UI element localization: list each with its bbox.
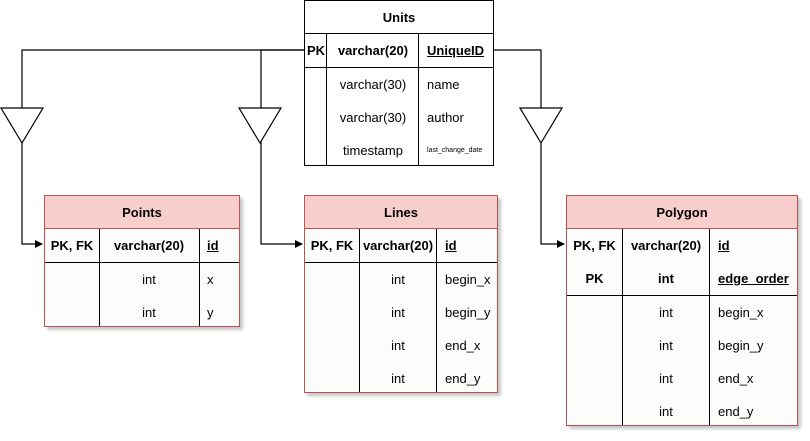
units-table-title: Units xyxy=(305,1,493,34)
units-row-3-type: varchar(30) xyxy=(339,110,407,125)
polygon-row-6[interactable]: int end_y xyxy=(567,395,797,428)
connector-units-points xyxy=(21,49,304,248)
polygon-row-5-name: end_x xyxy=(718,371,754,386)
lines-row-1-name: id xyxy=(445,238,457,253)
units-row-2-name: name xyxy=(427,77,460,92)
points-row-1-key: PK, FK xyxy=(50,238,94,253)
units-row-2-type: varchar(30) xyxy=(339,77,407,92)
polygon-row-4-type: int xyxy=(659,338,673,353)
lines-row-5-name: end_y xyxy=(445,371,481,386)
lines-row-2[interactable]: int begin_x xyxy=(305,263,497,296)
connector-units-polygon xyxy=(494,49,565,248)
points-table[interactable]: Points PK, FK varchar(20) id int x int y xyxy=(44,195,240,327)
units-row-3-name: author xyxy=(427,110,464,125)
points-col-divider-2 xyxy=(199,229,200,326)
lines-row-1-key: PK, FK xyxy=(310,238,354,253)
polygon-row-2[interactable]: PK int edge_order xyxy=(567,262,797,296)
polygon-row-2-type: int xyxy=(658,271,674,286)
points-row-1-type: varchar(20) xyxy=(113,238,185,253)
polygon-row-1[interactable]: PK, FK varchar(20) id xyxy=(567,229,797,262)
polygon-row-4[interactable]: int begin_y xyxy=(567,329,797,362)
lines-row-3-name: begin_y xyxy=(445,305,491,320)
lines-row-5[interactable]: int end_y xyxy=(305,362,497,395)
polygon-table[interactable]: Polygon PK, FK varchar(20) id PK int edg… xyxy=(566,195,798,426)
polygon-row-3-name: begin_x xyxy=(718,305,764,320)
inheritance-triangle-points xyxy=(0,107,45,145)
polygon-row-3[interactable]: int begin_x xyxy=(567,296,797,329)
polygon-table-title: Polygon xyxy=(567,196,797,229)
connector-units-lines xyxy=(260,49,304,248)
points-row-2[interactable]: int x xyxy=(45,263,239,296)
polygon-row-1-key: PK, FK xyxy=(573,238,616,253)
polygon-row-5[interactable]: int end_x xyxy=(567,362,797,395)
points-row-2-type: int xyxy=(142,272,156,287)
lines-table[interactable]: Lines PK, FK varchar(20) id int begin_x … xyxy=(304,195,498,393)
lines-row-5-type: int xyxy=(391,371,405,386)
units-row-4[interactable]: timestamp last_change_date xyxy=(305,134,493,167)
points-row-1-name: id xyxy=(207,238,219,253)
units-row-4-type: timestamp xyxy=(343,143,403,158)
units-col-divider-2 xyxy=(418,34,419,165)
points-row-1[interactable]: PK, FK varchar(20) id xyxy=(45,229,239,263)
units-row-1-name: UniqueID xyxy=(427,43,485,58)
units-row-3[interactable]: varchar(30) author xyxy=(305,101,493,134)
units-col-divider-1 xyxy=(326,34,327,165)
units-row-1[interactable]: PK varchar(20) UniqueID xyxy=(305,34,493,68)
inheritance-triangle-lines xyxy=(237,107,283,145)
units-row-4-name: last_change_date xyxy=(427,147,483,154)
units-row-1-type: varchar(20) xyxy=(337,43,409,58)
polygon-row-2-name: edge_order xyxy=(718,271,789,286)
points-row-2-name: x xyxy=(207,272,214,287)
points-table-title: Points xyxy=(45,196,239,229)
polygon-row-6-type: int xyxy=(659,404,673,419)
polygon-col-divider-2 xyxy=(709,229,710,425)
polygon-row-6-name: end_y xyxy=(718,404,754,419)
units-row-1-key: PK xyxy=(306,43,326,58)
units-row-2[interactable]: varchar(30) name xyxy=(305,68,493,101)
lines-row-2-type: int xyxy=(391,272,405,287)
points-row-3-type: int xyxy=(142,305,156,320)
lines-row-4-type: int xyxy=(391,338,405,353)
polygon-row-4-name: begin_y xyxy=(718,338,764,353)
polygon-col-divider-1 xyxy=(622,229,623,425)
polygon-row-2-key: PK xyxy=(585,271,604,286)
lines-row-1-type: varchar(20) xyxy=(362,238,434,253)
lines-col-divider-1 xyxy=(359,229,360,392)
points-row-3-name: y xyxy=(207,305,214,320)
points-col-divider-1 xyxy=(99,229,100,326)
units-table[interactable]: Units PK varchar(20) UniqueID varchar(30… xyxy=(304,0,494,166)
polygon-row-1-type: varchar(20) xyxy=(630,238,702,253)
polygon-row-5-type: int xyxy=(659,371,673,386)
lines-table-title: Lines xyxy=(305,196,497,229)
lines-col-divider-2 xyxy=(436,229,437,392)
lines-row-2-name: begin_x xyxy=(445,272,491,287)
inheritance-triangle-polygon xyxy=(518,107,564,145)
lines-row-4[interactable]: int end_x xyxy=(305,329,497,362)
lines-row-3-type: int xyxy=(391,305,405,320)
polygon-row-3-type: int xyxy=(659,305,673,320)
points-row-3[interactable]: int y xyxy=(45,296,239,329)
lines-row-3[interactable]: int begin_y xyxy=(305,296,497,329)
lines-row-4-name: end_x xyxy=(445,338,481,353)
lines-row-1[interactable]: PK, FK varchar(20) id xyxy=(305,229,497,263)
polygon-row-1-name: id xyxy=(718,238,730,253)
